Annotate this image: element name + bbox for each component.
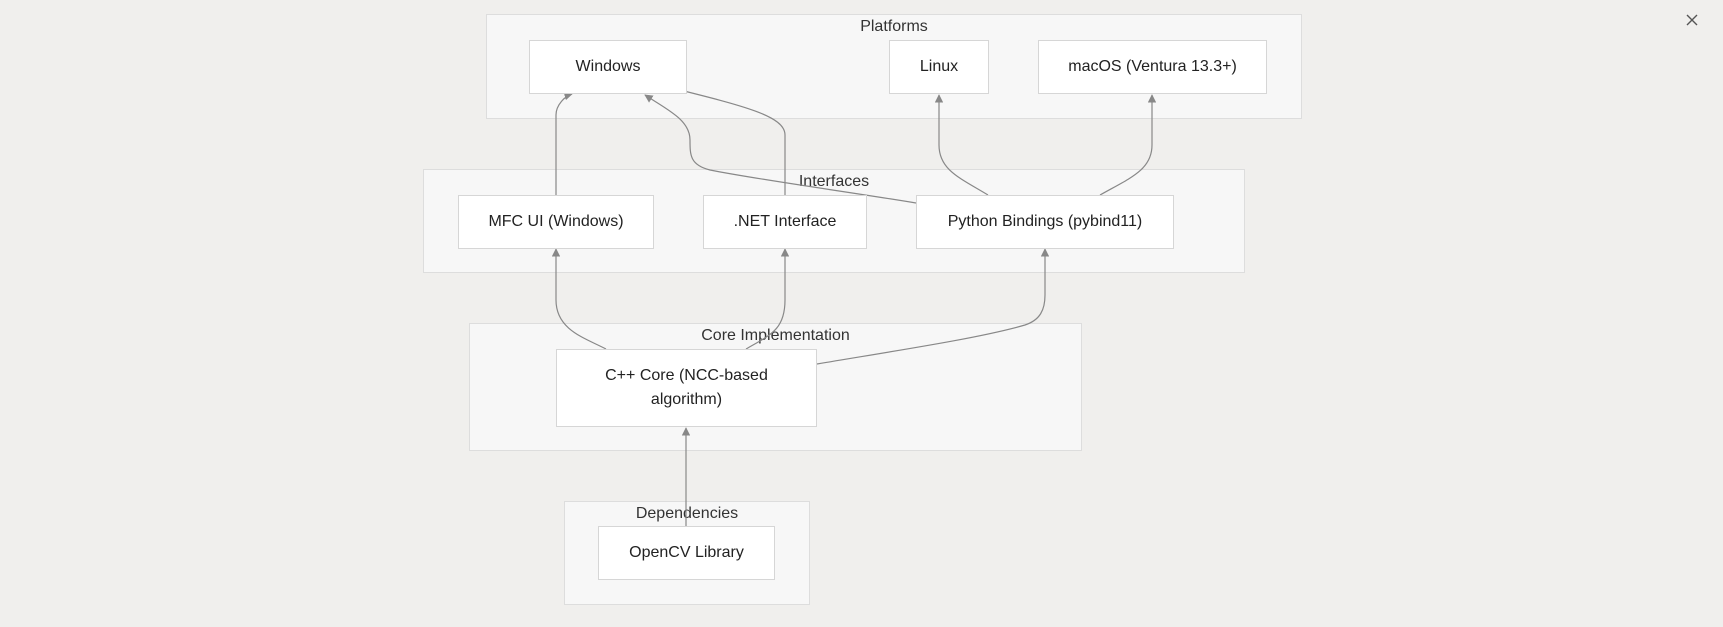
node-cpp-core: C++ Core (NCC-based algorithm) xyxy=(556,349,817,427)
cluster-interfaces-label: Interfaces xyxy=(798,173,870,190)
node-opencv: OpenCV Library xyxy=(598,526,775,580)
cluster-dependencies-label: Dependencies xyxy=(635,505,739,522)
close-glyph xyxy=(1686,14,1698,26)
cluster-core-label: Core Implementation xyxy=(701,327,850,344)
node-dotnet-interface: .NET Interface xyxy=(703,195,867,249)
node-python-bindings: Python Bindings (pybind11) xyxy=(916,195,1174,249)
close-icon[interactable] xyxy=(1680,8,1704,32)
node-windows: Windows xyxy=(529,40,687,94)
node-linux: Linux xyxy=(889,40,989,94)
node-macos: macOS (Ventura 13.3+) xyxy=(1038,40,1267,94)
node-mfc-ui: MFC UI (Windows) xyxy=(458,195,654,249)
cluster-platforms-label: Platforms xyxy=(860,18,928,35)
